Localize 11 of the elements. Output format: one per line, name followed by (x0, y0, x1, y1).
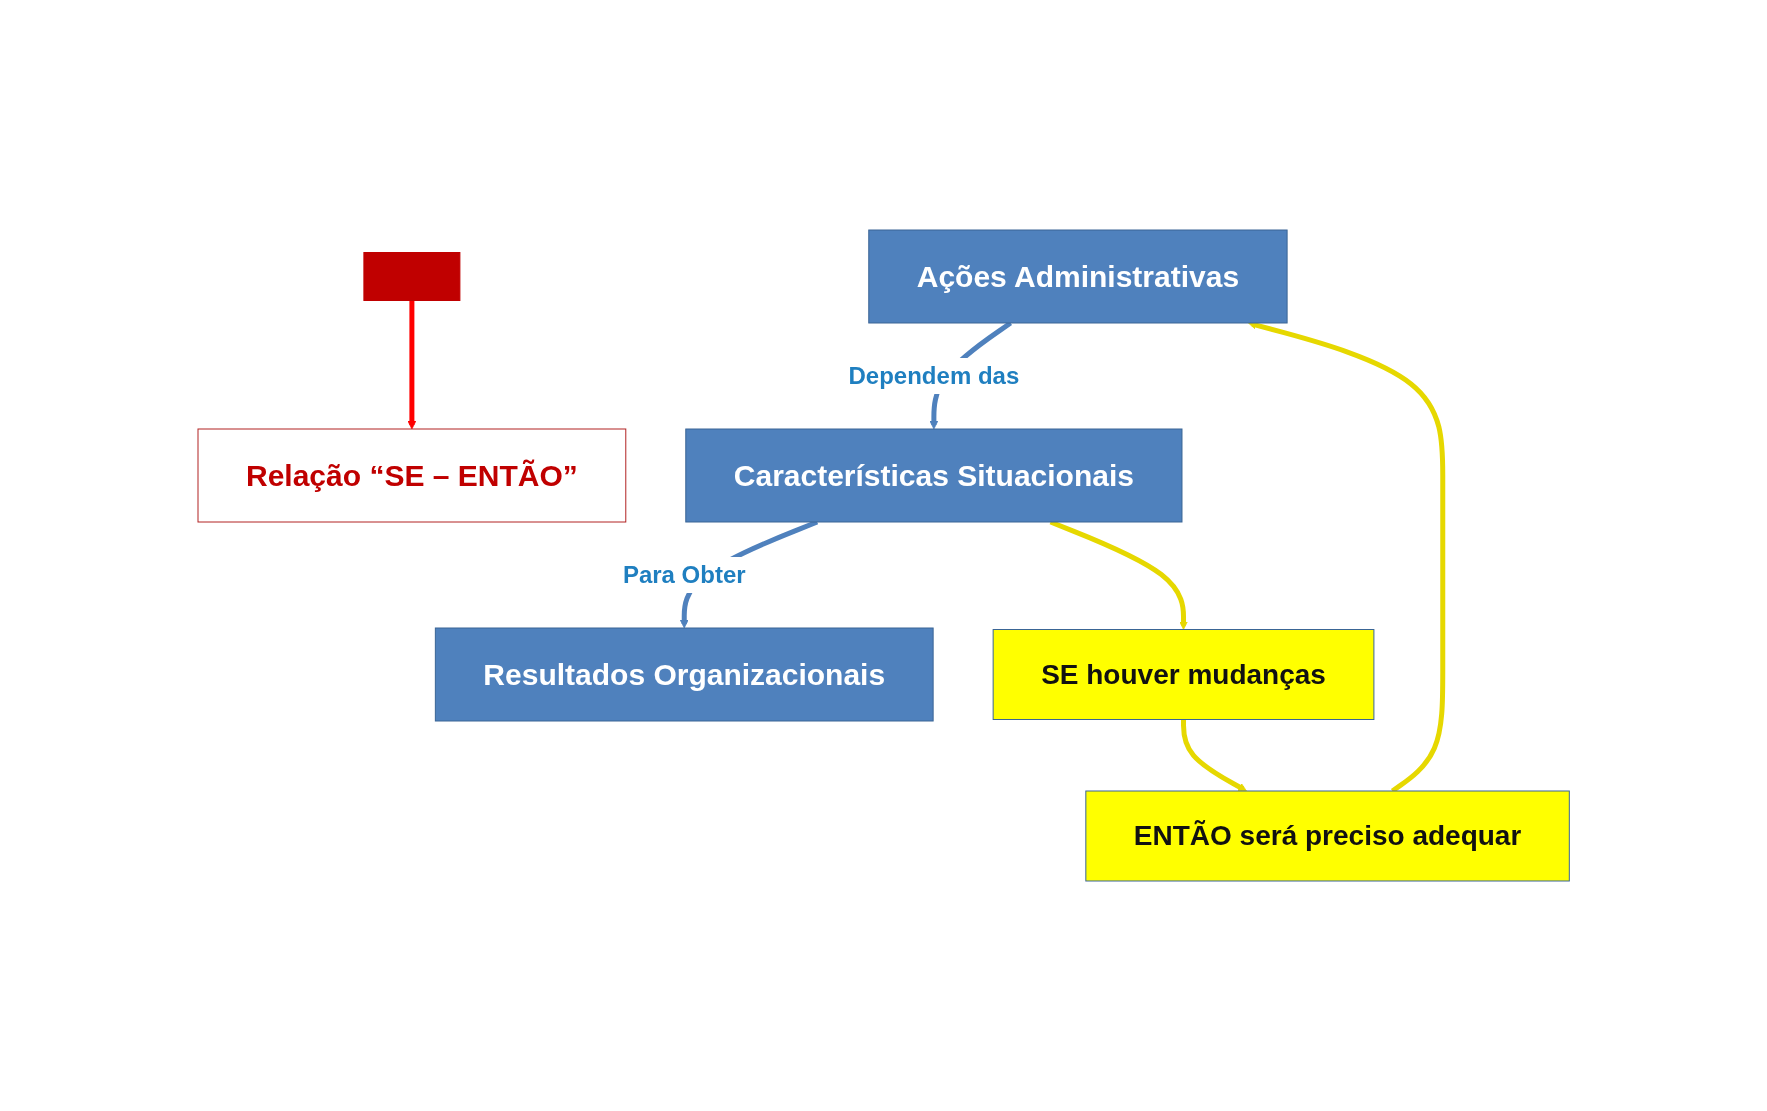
arrow (407, 300, 417, 430)
arrow (1180, 719, 1247, 792)
node-box: Ações Administrativas (868, 229, 1288, 324)
node-box: ENTÃO será preciso adequar (1085, 790, 1570, 882)
edge-label: Dependem das (848, 362, 1020, 389)
node-box: SE houver mudanças (992, 629, 1375, 720)
node-bar (363, 252, 461, 301)
node-box: Resultados Organizacionais (434, 627, 934, 722)
edge-label: Para Obter (622, 561, 746, 588)
node-box: Relação “SE – ENTÃO” (197, 428, 627, 523)
node-box: Características Situacionais (685, 428, 1183, 523)
